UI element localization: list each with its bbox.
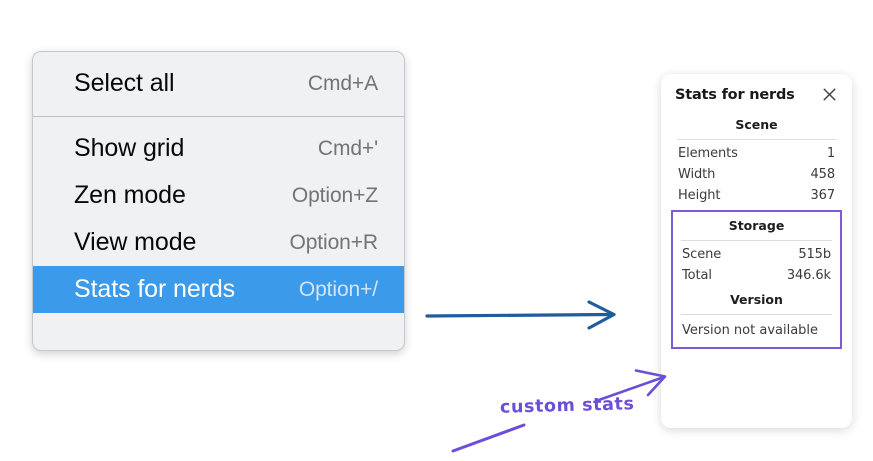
storage-section: Storage Scene 515b Total 346.6k [679,212,834,286]
stats-for-nerds-panel: Stats for nerds Scene Elements 1 Width 4… [661,74,852,428]
menu-item-shortcut: Option+Z [291,183,378,207]
version-section: Version Version not available [679,286,834,341]
menu-group-1: Select all Cmd+A [33,52,404,116]
stat-key: Scene [682,247,722,262]
stat-value: 346.6k [786,268,831,283]
menu-group-2: Show grid Cmd+' Zen mode Option+Z View m… [33,117,404,322]
panel-title: Stats for nerds [675,86,795,103]
table-row: Height 367 [675,185,838,206]
close-icon[interactable] [821,86,838,103]
version-divider [681,314,832,315]
table-row: Width 458 [675,164,838,185]
menu-item-label: View mode [74,228,197,256]
storage-divider [681,240,832,241]
stat-key: Height [678,188,721,203]
menu-item-shortcut: Option+/ [298,277,378,301]
version-value: Version not available [682,323,819,338]
menu-item-label: Show grid [74,134,185,162]
table-row: Scene 515b [679,244,834,265]
custom-stats-annotation-label: custom stats [499,394,635,418]
table-row: Elements 1 [675,143,838,164]
scene-heading: Scene [735,117,778,132]
menu-item-zen-mode[interactable]: Zen mode Option+Z [33,172,404,219]
storage-heading: Storage [728,218,785,233]
menu-item-shortcut: Cmd+' [317,136,378,160]
scene-divider [677,139,836,140]
stat-key: Elements [678,146,738,161]
menu-item-label: Stats for nerds [74,275,236,303]
menu-item-shortcut: Cmd+A [307,71,378,95]
custom-stats-highlight-box: Storage Scene 515b Total 346.6k Version … [671,210,842,349]
stat-value: 458 [810,167,835,182]
scene-section: Scene Elements 1 Width 458 Height 367 [675,111,838,206]
menu-item-label: Select all [74,69,175,97]
menu-item-shortcut: Option+R [289,230,378,254]
menu-separator [33,116,404,117]
context-menu[interactable]: Select all Cmd+A Show grid Cmd+' Zen mod… [32,51,405,351]
panel-header: Stats for nerds [675,86,838,103]
stat-value: 367 [810,188,835,203]
version-heading: Version [730,292,783,307]
menu-item-stats-for-nerds[interactable]: Stats for nerds Option+/ [33,266,404,313]
stat-key: Total [682,268,712,283]
stat-value: 1 [826,146,835,161]
stat-key: Width [678,167,716,182]
purple-underline-stroke [451,423,526,453]
table-row: Total 346.6k [679,265,834,286]
menu-item-select-all[interactable]: Select all Cmd+A [33,60,404,107]
menu-item-view-mode[interactable]: View mode Option+R [33,219,404,266]
menu-item-show-grid[interactable]: Show grid Cmd+' [33,125,404,172]
blue-arrow [425,300,616,330]
menu-item-label: Zen mode [74,181,186,209]
stat-value: 515b [798,247,831,262]
